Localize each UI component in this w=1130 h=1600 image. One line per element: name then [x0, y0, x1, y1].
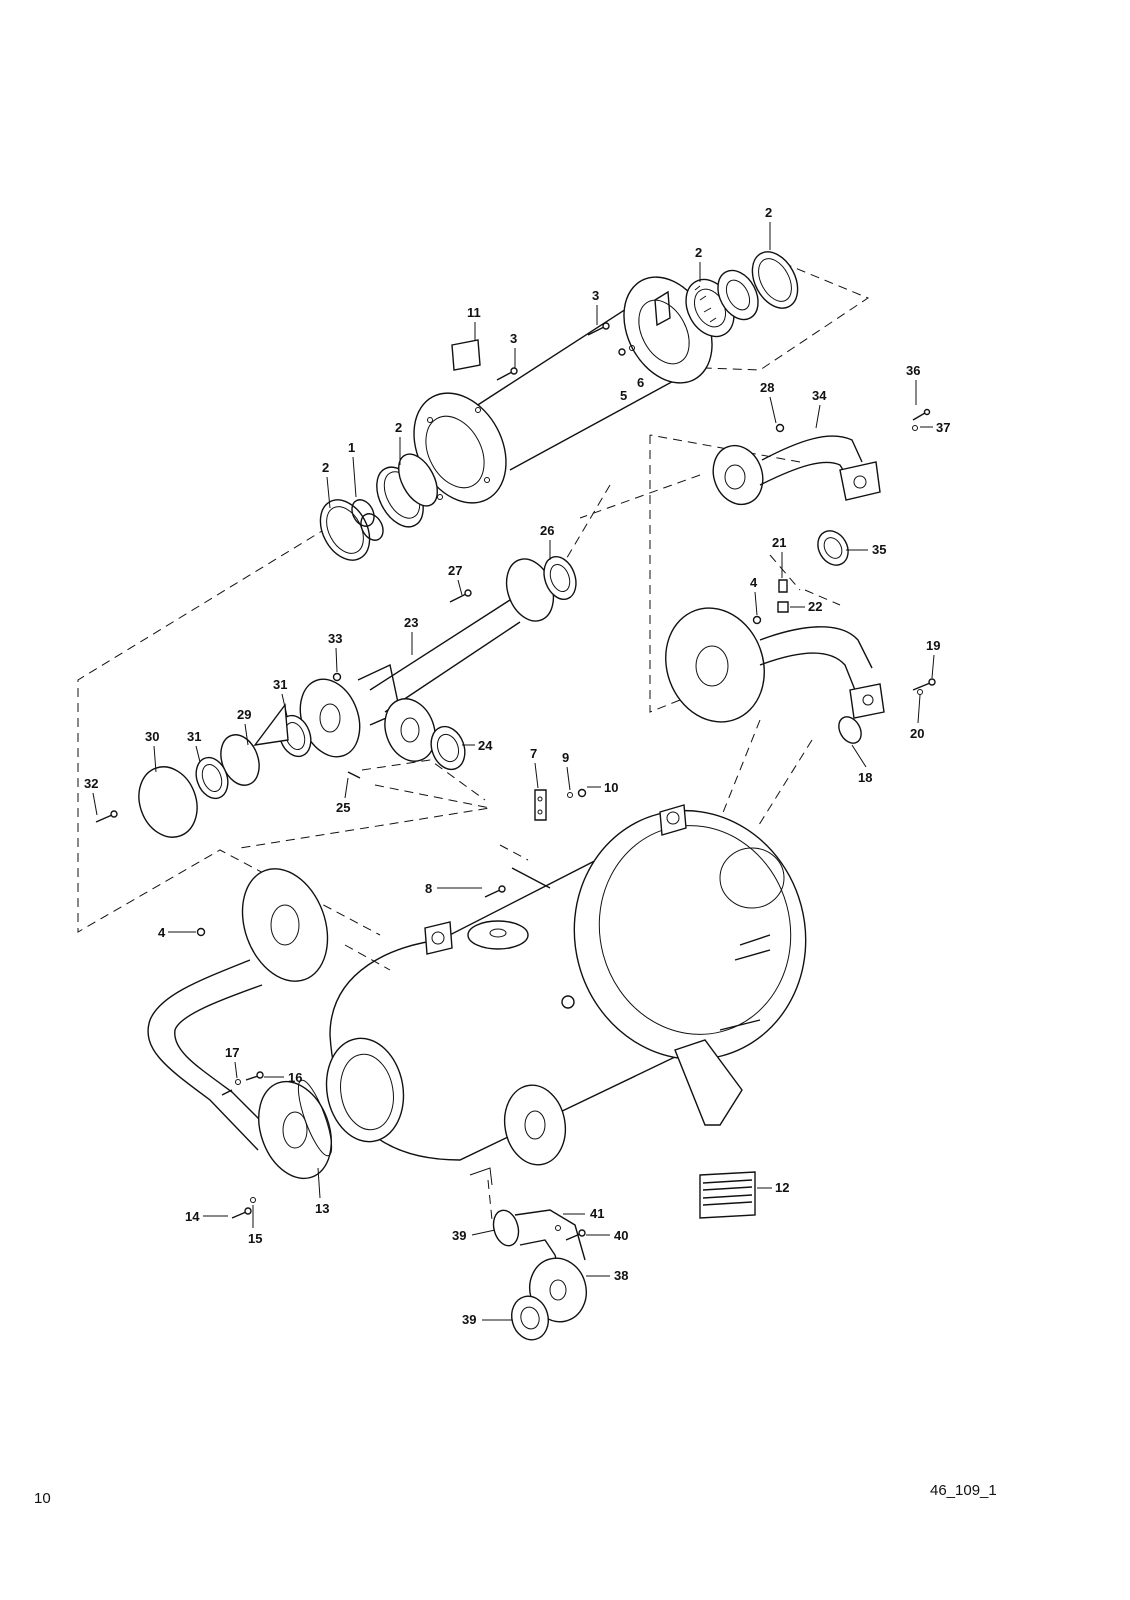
callout-11: 11	[467, 305, 481, 320]
callout-37: 37	[936, 420, 950, 435]
callout-7: 7	[530, 746, 537, 761]
callout-26: 26	[540, 523, 554, 538]
lower-left-pipe	[147, 868, 333, 1219]
callout-5: 5	[620, 388, 627, 403]
callout-33: 33	[328, 631, 342, 646]
callout-21: 21	[772, 535, 786, 550]
callout-30: 30	[145, 729, 159, 744]
callout-13: 13	[315, 1201, 329, 1216]
callout-16: 16	[288, 1070, 302, 1085]
callout-20: 20	[910, 726, 924, 741]
page-number: 10	[34, 1490, 51, 1507]
callout-14: 14	[185, 1209, 200, 1224]
callout-4: 4	[158, 925, 166, 940]
callout-36: 36	[906, 363, 920, 378]
callout-labels: 2 2 3 11 3 5 6 28 34 36 37 2 1 2 26 21 3…	[84, 205, 950, 1327]
callout-22: 22	[808, 599, 822, 614]
small-parts-7-10	[534, 788, 587, 821]
callout-3: 3	[592, 288, 599, 303]
callout-3: 3	[510, 331, 517, 346]
callout-23: 23	[404, 615, 418, 630]
callout-31: 31	[273, 677, 287, 692]
callout-38: 38	[614, 1268, 628, 1283]
callout-2: 2	[395, 420, 402, 435]
callout-31: 31	[187, 729, 201, 744]
callout-41: 41	[590, 1206, 604, 1221]
callout-2: 2	[322, 460, 329, 475]
reducer-23-assembly	[95, 555, 577, 838]
bottom-pipe-38	[492, 1209, 587, 1341]
callout-40: 40	[614, 1228, 628, 1243]
callout-25: 25	[336, 800, 350, 815]
callout-9: 9	[562, 750, 569, 765]
callout-17: 17	[225, 1045, 239, 1060]
callout-28: 28	[760, 380, 774, 395]
callout-18: 18	[858, 770, 872, 785]
callout-39: 39	[452, 1228, 466, 1243]
callout-29: 29	[237, 707, 251, 722]
callout-10: 10	[604, 780, 618, 795]
callout-19: 19	[926, 638, 940, 653]
callout-35: 35	[872, 542, 886, 557]
callout-6: 6	[637, 375, 644, 390]
callout-8: 8	[425, 881, 432, 896]
callout-2: 2	[695, 245, 702, 260]
pipe-34	[712, 408, 931, 566]
callout-2: 2	[765, 205, 772, 220]
pipe-right-flange	[665, 579, 936, 744]
striped-plate-12	[699, 1171, 756, 1219]
callout-34: 34	[812, 388, 827, 403]
callout-39: 39	[462, 1312, 476, 1327]
callout-24: 24	[478, 738, 493, 753]
upper-cylinder-assembly	[319, 251, 799, 561]
callout-15: 15	[248, 1231, 262, 1246]
callout-27: 27	[448, 563, 462, 578]
callout-32: 32	[84, 776, 98, 791]
callout-12: 12	[775, 1180, 789, 1195]
callout-4: 4	[750, 575, 758, 590]
main-vessel	[325, 804, 807, 1186]
callout-1: 1	[348, 440, 355, 455]
drawing-reference: 46_109_1	[930, 1482, 997, 1499]
